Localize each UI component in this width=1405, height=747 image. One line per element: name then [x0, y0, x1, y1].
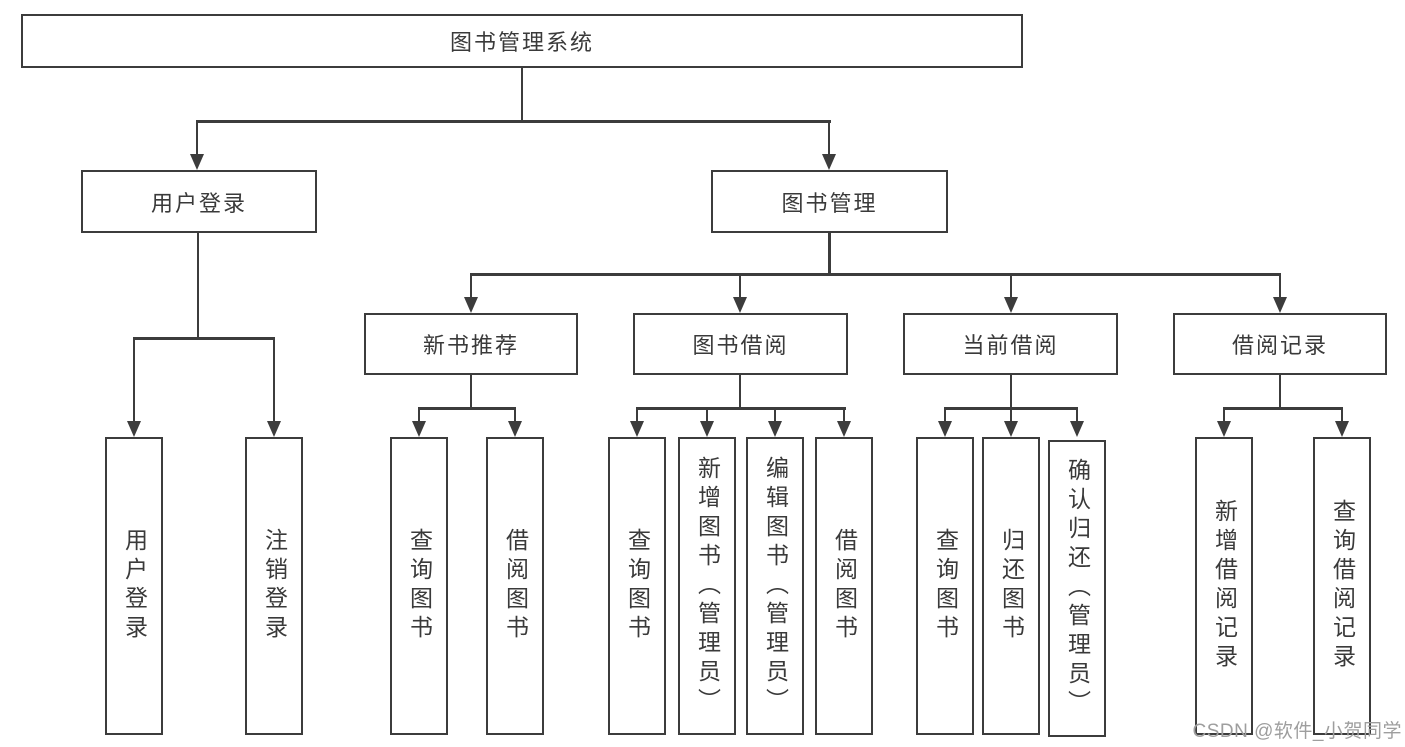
arrow-down-book-borrow [733, 297, 747, 313]
csdn-watermark: CSDN @软件_小贺同学 [1192, 721, 1402, 742]
connector-drop-bb-borrow [842, 407, 846, 421]
arrow-down-new-book-rec [464, 297, 478, 313]
connector-stem-current-borrow [1009, 375, 1013, 409]
leaf-rec-borrow-book: 借阅图书 [486, 437, 544, 735]
node-new-book-recommend-label: 新书推荐 [422, 333, 519, 358]
node-book-management-label: 图书管理 [781, 190, 878, 216]
leaf-bb-query-book-label: 查询图书 [624, 528, 651, 644]
connector-drop-user-login [195, 120, 199, 154]
arrow-down-bb-borrow [837, 421, 851, 437]
node-new-book-recommend: 新书推荐 [364, 313, 578, 375]
arrow-down-cb-query [938, 421, 952, 437]
leaf-rec-query-book-label: 查询图书 [406, 528, 433, 644]
arrow-down-rec-borrow [508, 421, 522, 437]
leaf-cb-confirm-return-admin: 确认归还（管理员） [1048, 440, 1106, 737]
connector-drop-cb-query [943, 407, 947, 421]
connector-rail-user-login-children [132, 337, 276, 340]
node-library-system: 图书管理系统 [21, 14, 1023, 68]
arrow-down-book-mgmt [822, 154, 836, 170]
node-current-borrowing: 当前借阅 [903, 313, 1118, 375]
node-borrow-records-label: 借阅记录 [1231, 333, 1328, 358]
leaf-logout-login: 注销登录 [245, 437, 303, 735]
leaf-cb-query-book-label: 查询图书 [932, 528, 959, 644]
connector-rail-book-borrow-children [635, 407, 846, 410]
leaf-bb-borrow-book: 借阅图书 [815, 437, 873, 735]
leaf-cb-confirm-return-admin-label: 确认归还（管理员） [1064, 458, 1091, 719]
leaf-bb-borrow-book-label: 借阅图书 [831, 528, 858, 644]
node-borrow-records: 借阅记录 [1173, 313, 1387, 375]
arrow-down-cb-confirm [1070, 421, 1084, 437]
leaf-rec-borrow-book-label: 借阅图书 [502, 528, 529, 644]
connector-drop-bb-edit [773, 407, 777, 421]
connector-drop-rec-borrow [513, 407, 517, 421]
connector-rail-borrow-record-children [1222, 407, 1344, 410]
connector-rail-level2 [195, 120, 831, 123]
leaf-bb-query-book: 查询图书 [608, 437, 666, 735]
connector-drop-br-add [1222, 407, 1226, 421]
connector-drop-book-mgmt [827, 120, 831, 154]
connector-drop-leaf-user-login [132, 337, 136, 421]
connector-rail-new-book-rec-children [417, 407, 517, 410]
leaf-bb-edit-book-admin: 编辑图书（管理员） [746, 437, 804, 735]
connector-drop-cb-return [1009, 407, 1013, 421]
node-user-login-label: 用户登录 [150, 190, 247, 216]
node-user-login: 用户登录 [81, 170, 317, 233]
leaf-bb-add-book-admin: 新增图书（管理员） [678, 437, 736, 735]
connector-stem-borrow-record [1278, 375, 1282, 409]
connector-drop-br-query [1340, 407, 1344, 421]
connector-stem-book-mgmt [828, 233, 831, 275]
arrow-down-br-add [1217, 421, 1231, 437]
connector-drop-rec-query [417, 407, 421, 421]
leaf-logout-login-label: 注销登录 [261, 528, 288, 644]
node-book-management: 图书管理 [711, 170, 948, 233]
connector-stem-new-book-rec [469, 375, 473, 409]
leaf-user-login: 用户登录 [105, 437, 163, 735]
arrow-down-borrow-record [1273, 297, 1287, 313]
arrow-down-bb-query [630, 421, 644, 437]
connector-drop-new-book-rec [469, 273, 473, 297]
arrow-down-cb-return [1004, 421, 1018, 437]
connector-drop-current-borrow [1009, 273, 1013, 297]
arrow-down-leaf-user-login [127, 421, 141, 437]
node-current-borrowing-label: 当前借阅 [962, 333, 1059, 358]
connector-stem-book-borrow [738, 375, 742, 409]
arrow-down-rec-query [412, 421, 426, 437]
connector-drop-bb-query [635, 407, 639, 421]
leaf-cb-query-book: 查询图书 [916, 437, 974, 735]
leaf-br-query-record: 查询借阅记录 [1313, 437, 1371, 735]
leaf-user-login-label: 用户登录 [121, 528, 148, 644]
arrow-down-bb-add [700, 421, 714, 437]
connector-drop-book-borrow [738, 273, 742, 297]
arrow-down-bb-edit [768, 421, 782, 437]
leaf-br-add-record-label: 新增借阅记录 [1211, 499, 1238, 673]
node-library-system-label: 图书管理系统 [449, 30, 594, 55]
connector-drop-leaf-logout [272, 337, 276, 421]
node-book-borrowing-label: 图书借阅 [692, 333, 789, 358]
leaf-bb-add-book-admin-label: 新增图书（管理员） [694, 455, 721, 717]
connector-drop-borrow-record [1278, 273, 1282, 297]
leaf-cb-return-book: 归还图书 [982, 437, 1040, 735]
leaf-br-query-record-label: 查询借阅记录 [1329, 499, 1356, 673]
connector-drop-cb-confirm [1075, 407, 1079, 421]
arrow-down-user-login [190, 154, 204, 170]
leaf-bb-edit-book-admin-label: 编辑图书（管理员） [762, 455, 789, 717]
leaf-rec-query-book: 查询图书 [390, 437, 448, 735]
arrow-down-br-query [1335, 421, 1349, 437]
leaf-cb-return-book-label: 归还图书 [998, 528, 1025, 644]
connector-drop-bb-add [705, 407, 709, 421]
node-book-borrowing: 图书借阅 [633, 313, 848, 375]
arrow-down-current-borrow [1004, 297, 1018, 313]
connector-stem-root [520, 68, 524, 122]
connector-stem-user-login [196, 233, 200, 339]
leaf-br-add-record: 新增借阅记录 [1195, 437, 1253, 735]
arrow-down-leaf-logout [267, 421, 281, 437]
connector-rail-level3 [469, 273, 1282, 276]
